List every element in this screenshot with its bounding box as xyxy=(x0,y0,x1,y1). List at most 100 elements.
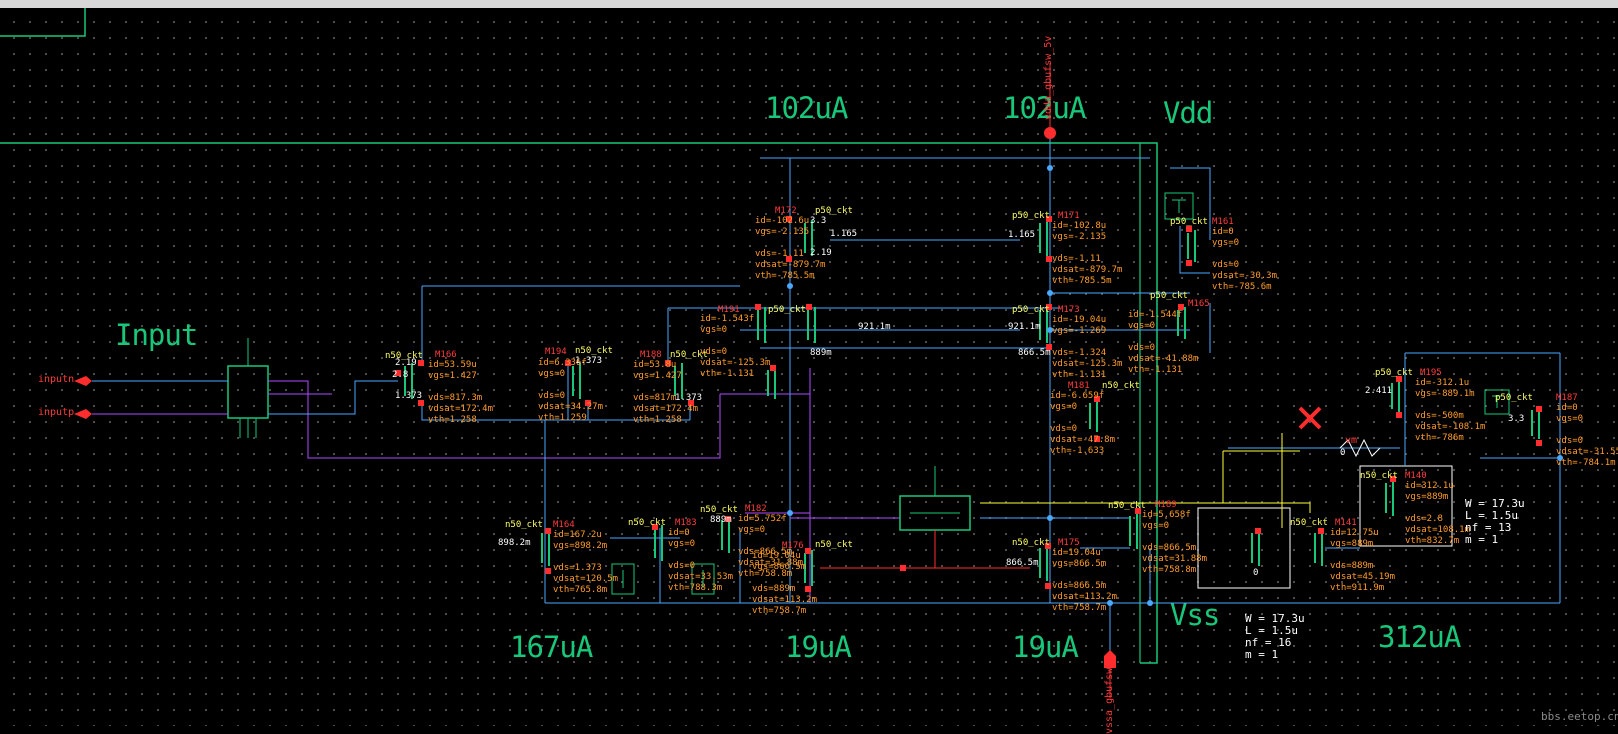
cell-m189: n50_ckt xyxy=(1108,501,1146,511)
params-m171: id=-102.8u vgs=-2.135 vds=-1.11 vdsat=-8… xyxy=(1052,221,1123,286)
device-name-m161[interactable]: M161 xyxy=(1212,217,1234,227)
node-label: 2.19 xyxy=(810,248,832,258)
device-name-m172[interactable]: M172 xyxy=(775,206,797,216)
cell-m194: n50_ckt xyxy=(575,346,613,356)
params-m181: id=-6.659f vgs=0 vds=0 vdsat=-47.8m vth=… xyxy=(1050,391,1116,456)
label-current-19b: 19uA xyxy=(1012,630,1079,664)
params-m161: id=0 vgs=0 vds=0 vdsat=-30.3m vth=-785.6… xyxy=(1212,227,1278,292)
node-label: 866.5m xyxy=(1018,348,1051,358)
pin-inputn[interactable]: inputn xyxy=(38,374,75,385)
params-m164: id=167.2u vgs=898.2m vds=1.373 vdsat=120… xyxy=(553,530,619,595)
current-source-2 xyxy=(691,563,715,595)
label-current-102b: 102uA xyxy=(1003,91,1086,125)
cell-m164: n50_ckt xyxy=(505,520,543,530)
output-device-box-2 xyxy=(1359,465,1453,547)
device-name-m173[interactable]: M173 xyxy=(1058,305,1080,315)
node-label: 2.411 xyxy=(1365,386,1393,396)
wire-yellow-bias xyxy=(980,502,1311,513)
device-name-m171[interactable]: M171 xyxy=(1058,211,1080,221)
params-m166: id=53.59u vgs=1.427 vds=817.3m vdsat=172… xyxy=(428,360,494,425)
current-source-1 xyxy=(611,563,635,595)
watermark: bbs.eetop.cn xyxy=(1541,710,1618,723)
resistor-symbol xyxy=(1339,438,1381,458)
output-device-box-1 xyxy=(1197,507,1291,589)
schematic-canvas[interactable]: Input Vdd Vss 102uA 102uA 167uA 19uA 19u… xyxy=(0,8,1618,734)
cell-m173: p50_ckt xyxy=(1012,305,1050,315)
device-name-m175[interactable]: M175 xyxy=(1058,538,1080,548)
device-name-m183[interactable]: M183 xyxy=(675,518,697,528)
params-m188: id=53.8u vgs=1.427 vds=817m vdsat=172.4m… xyxy=(633,360,699,425)
node-label: 898.2m xyxy=(498,538,531,548)
device-name-m191[interactable]: M191 xyxy=(718,305,740,315)
pin-vss[interactable]: vssa_gbufsw xyxy=(1104,667,1115,734)
transistor-symbols xyxy=(404,220,1540,586)
cell-m181: n50_ckt xyxy=(1102,381,1140,391)
device-name-m187[interactable]: M187 xyxy=(1556,393,1578,403)
vdd-tie-symbol-2 xyxy=(1484,389,1510,415)
device-name-m166[interactable]: M166 xyxy=(435,350,457,360)
cell-m172: p50_ckt xyxy=(815,206,853,216)
params-m191: id=-1.543f vgs=0 vds=0 vdsat=-125.3m vth… xyxy=(700,314,771,379)
node-label: 2.8 xyxy=(392,370,409,380)
node-label: 866.5m xyxy=(1006,558,1039,568)
device-name-m182[interactable]: M182 xyxy=(745,504,767,514)
frame-top-left xyxy=(0,8,86,37)
node-label: 921.1m xyxy=(1008,322,1041,332)
node-label: 921.1m xyxy=(858,322,891,332)
junction-dots xyxy=(787,165,1563,606)
connection-dots xyxy=(395,216,1542,592)
device-name-m140[interactable]: M140 xyxy=(1405,471,1427,481)
params-m187: id=0 vgs=0 vds=0 vdsat=-31.55m vth=-784.… xyxy=(1556,403,1618,468)
node-label: 889m xyxy=(710,515,732,525)
node-label: 1.373 xyxy=(575,356,603,366)
node-label: 1.373 xyxy=(395,391,423,401)
device-name-m194[interactable]: M194 xyxy=(545,347,567,357)
label-vdd: Vdd xyxy=(1163,96,1213,130)
params-m173: id=-19.04u vgs=-1.269 vds=-1.324 vdsat=-… xyxy=(1052,315,1123,380)
cell-m195: p50_ckt xyxy=(1375,368,1413,378)
schematic-wiring xyxy=(0,8,1563,698)
device-name-m164[interactable]: M164 xyxy=(553,520,575,530)
params-m195: id=-312.1u vgs=-889.1m vds=-500m vdsat=-… xyxy=(1415,378,1486,443)
input-buffer-symbol xyxy=(227,365,269,419)
node-label: 0 xyxy=(1340,448,1346,458)
cell-m140: n50_ckt xyxy=(1360,471,1398,481)
cell-m183: n50_ckt xyxy=(628,518,666,528)
node-label: 2.19 xyxy=(395,358,417,368)
label-current-167: 167uA xyxy=(510,630,593,664)
pin-inputp[interactable]: inputp xyxy=(38,407,75,418)
label-current-102a: 102uA xyxy=(765,91,848,125)
device-name-m165[interactable]: M165 xyxy=(1188,299,1210,309)
vss-pin-marker xyxy=(1104,650,1116,668)
params-m189: id=5.658f vgs=0 vds=866.5m vdsat=31.88m … xyxy=(1142,510,1208,575)
params-m141: id=12.75u vgs=889m vds=889m vdsat=45.19m… xyxy=(1330,528,1396,593)
cell-m161: p50_ckt xyxy=(1170,217,1208,227)
cell-m141: n50_ckt xyxy=(1290,518,1328,528)
net-label-vm: vm xyxy=(1345,435,1358,446)
node-label: 1.165 xyxy=(830,229,858,239)
device-name-m181[interactable]: M181 xyxy=(1068,381,1090,391)
device-name-m176[interactable]: M176 xyxy=(782,541,804,551)
label-current-19a: 19uA xyxy=(785,630,852,664)
device-name-m141[interactable]: M141 xyxy=(1335,518,1357,528)
node-label: 1.373 xyxy=(675,393,703,403)
device-name-m188[interactable]: M188 xyxy=(640,350,662,360)
pin-vdd[interactable]: vdda_gbufsw_5v xyxy=(1043,35,1054,120)
params-m183: id=0 vgs=0 vds=0 vdsat=33.53m vth=788.3m xyxy=(668,528,734,593)
params-m165: id=-1.544f vgs=0 vds=0 vdsat=-41.88m vth… xyxy=(1128,310,1199,375)
vdd-pin-marker xyxy=(1044,127,1056,139)
device-name-m189[interactable]: M189 xyxy=(1155,500,1177,510)
node-label: 3.3 xyxy=(1508,414,1525,424)
params-m182: id=5.752f vgs=0 vds=866.5m vdsat=31.88m … xyxy=(738,514,804,579)
cell-m171: p50_ckt xyxy=(1012,211,1050,221)
device-name-m195[interactable]: M195 xyxy=(1420,368,1442,378)
cell-m188: n50_ckt xyxy=(670,350,708,360)
cell-m166: n50_ckt xyxy=(385,351,423,361)
label-current-312: 312uA xyxy=(1378,620,1461,654)
params-m176: id=19.04u vgs=866.5m vds=889m vdsat=113.… xyxy=(752,551,818,616)
cell-m176: n50_ckt xyxy=(815,540,853,550)
node-label: 3.3 xyxy=(810,216,827,226)
pin-inputp-marker xyxy=(74,409,92,419)
size-annotation-2: W = 17.3u L = 1.5u nf = 16 m = 1 xyxy=(1245,612,1305,661)
size-annotation-1: W = 17.3u L = 1.5u nf = 13 m = 1 xyxy=(1465,497,1525,546)
